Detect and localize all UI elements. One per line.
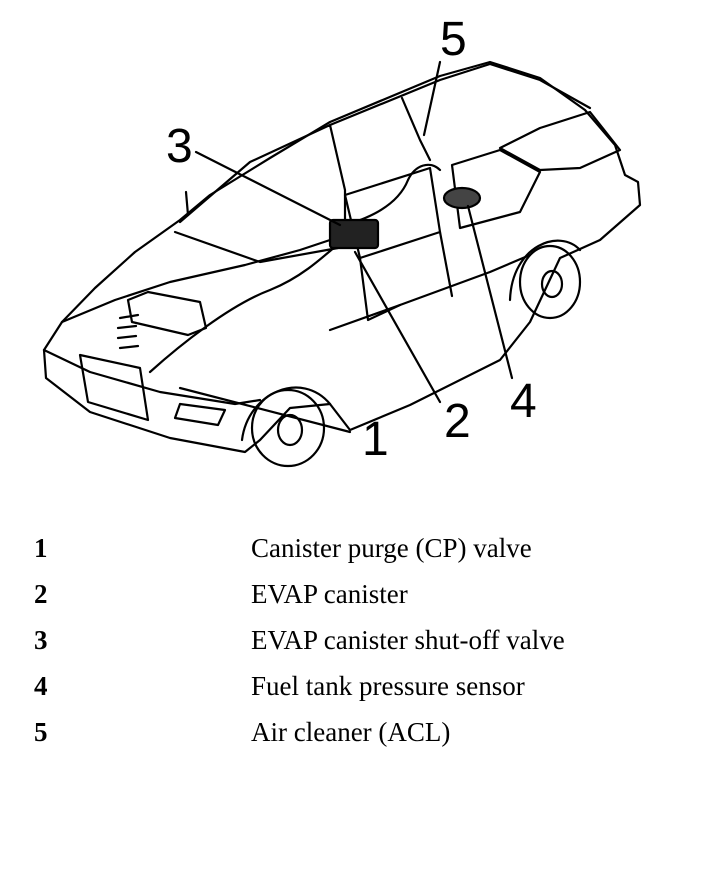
legend-number: 5 (34, 717, 48, 747)
antenna (184, 190, 190, 217)
front-wheel-arch (240, 386, 332, 442)
car-diagram: 1 2 3 4 5 (42, 13, 642, 468)
grille (78, 353, 150, 422)
front-wheel-hub (276, 413, 304, 447)
callout-5: 5 (440, 13, 467, 66)
callout-3: 3 (166, 120, 193, 173)
door-line-2 (438, 230, 454, 298)
callout-2: 2 (444, 395, 471, 448)
hood-line (60, 238, 332, 324)
legend-description: Canister purge (CP) valve (251, 533, 532, 563)
front-bumper (42, 348, 262, 406)
legend-row: 1 Canister purge (CP) valve (0, 528, 704, 568)
legend-description: Air cleaner (ACL) (251, 717, 451, 747)
legend-number: 3 (34, 625, 48, 655)
headlight-left (173, 402, 227, 427)
legend-row: 4 Fuel tank pressure sensor (0, 666, 704, 706)
legend-description: EVAP canister shut-off valve (251, 625, 565, 655)
rear-wheel-arch (508, 239, 582, 302)
legend-row: 3 EVAP canister shut-off valve (0, 620, 704, 660)
windshield-base (173, 230, 340, 264)
door-line (358, 256, 402, 322)
front-wheel (250, 388, 326, 468)
evap-canister (328, 218, 380, 250)
windshield (178, 123, 347, 228)
engine-block (126, 290, 208, 337)
legend-description: Fuel tank pressure sensor (251, 671, 525, 701)
callout-1: 1 (362, 413, 389, 466)
legend-number: 2 (34, 579, 48, 609)
legend-number: 4 (34, 671, 48, 701)
fuel-line-2 (343, 163, 442, 227)
rear-wheel (518, 244, 582, 320)
filler-neck (400, 96, 432, 162)
engine-ribs (116, 313, 140, 350)
sill-line (328, 253, 532, 332)
rear-window (498, 110, 622, 172)
side-window-rear (450, 148, 542, 230)
legend-number: 1 (34, 533, 48, 563)
legend-row: 2 EVAP canister (0, 574, 704, 614)
legend-description: EVAP canister (251, 579, 408, 609)
roof-line (328, 62, 592, 127)
fuel-line (148, 236, 347, 374)
legend-row: 5 Air cleaner (ACL) (0, 712, 704, 752)
callout-4: 4 (510, 375, 537, 428)
pressure-sensor (442, 186, 482, 210)
rear-wheel-hub (540, 269, 564, 299)
